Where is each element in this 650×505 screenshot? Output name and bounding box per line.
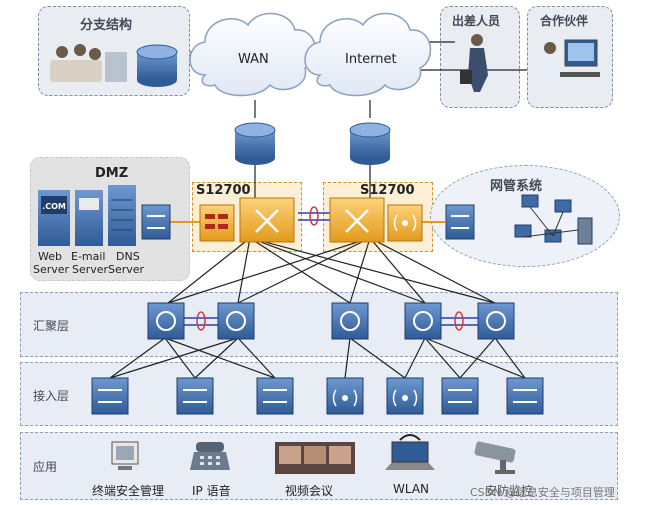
- access-switch-2: [176, 377, 214, 415]
- wlan-laptop-icon: [385, 434, 435, 470]
- partner-icon: [540, 39, 600, 82]
- wan-label: WAN: [238, 52, 269, 67]
- router-wan: [234, 122, 276, 165]
- nms-switch-icon: [445, 204, 475, 240]
- core-right-label: S12700: [360, 183, 415, 198]
- video-conference-icon: [275, 442, 355, 474]
- email-server-icon: [75, 190, 103, 246]
- aggregation-switch-1: [147, 302, 185, 340]
- email-server-label-2: Server: [72, 263, 109, 276]
- surveillance-camera-icon: [474, 441, 516, 474]
- core-switch-right: [329, 197, 385, 243]
- internet-label: Internet: [345, 52, 397, 67]
- access-switch-4: [441, 377, 479, 415]
- app-label-security: 安防监控: [485, 484, 534, 498]
- access-layer-label: 接入层: [33, 389, 70, 403]
- aggregation-switch-3: [331, 302, 369, 340]
- app-label-video: 视频会议: [285, 484, 334, 498]
- wireless-module-right: [387, 204, 423, 242]
- watermark: CSDN @信息安全与项目管理: [470, 486, 615, 499]
- router-branch: [136, 44, 178, 87]
- stack-links: [183, 212, 478, 326]
- terminal-pc-icon: [111, 441, 139, 470]
- dmz-switch-icon: [141, 204, 171, 240]
- access-switch-1: [91, 377, 129, 415]
- aggregation-layer: 汇聚层: [20, 292, 618, 357]
- access-switch-3: [256, 377, 294, 415]
- travel-label: 出差人员: [452, 14, 501, 28]
- wan-cloud: [189, 12, 317, 97]
- traveler-icon: [460, 34, 488, 92]
- branch-people-icon: [50, 44, 127, 82]
- dns-server-label-2: Server: [108, 263, 145, 276]
- nms-label: 网管系统: [490, 179, 543, 194]
- partner-label: 合作伙伴: [540, 14, 589, 28]
- router-internet: [349, 122, 391, 165]
- aggregation-switch-2: [217, 302, 255, 340]
- app-label-wlan: WLAN: [393, 482, 430, 496]
- access-devices: [91, 377, 544, 415]
- svg-text:.COM: .COM: [42, 202, 66, 211]
- stack-rings: [196, 206, 464, 331]
- core-switch-left: [239, 197, 295, 243]
- ip-phone-icon: [190, 442, 230, 470]
- app-label-terminal: 终端安全管理: [92, 484, 165, 498]
- access-ap-1: [326, 377, 364, 415]
- access-ap-2: [386, 377, 424, 415]
- dns-server-label: DNS: [116, 250, 140, 263]
- web-server-label: Web: [38, 250, 62, 263]
- branch-label: 分支结构: [80, 18, 133, 33]
- email-server-label: E-mail: [71, 250, 106, 263]
- web-server-label-2: Server: [33, 263, 70, 276]
- aggregation-switch-4: [404, 302, 442, 340]
- app-label-voip: IP 语音: [192, 484, 231, 498]
- application-layer-label: 应用: [33, 460, 58, 474]
- internet-cloud: [304, 12, 432, 97]
- core-left-label: S12700: [196, 183, 251, 198]
- aggregation-layer-label: 汇聚层: [33, 319, 70, 333]
- dns-server-icon: [108, 185, 136, 246]
- access-switch-5: [506, 377, 544, 415]
- aggregation-switch-5: [477, 302, 515, 340]
- links: [109, 41, 527, 379]
- nms-computers-icon: [514, 194, 593, 245]
- web-server-icon: .COM: [38, 190, 70, 246]
- dmz-label: DMZ: [95, 166, 129, 181]
- firewall-module-left: [199, 204, 235, 242]
